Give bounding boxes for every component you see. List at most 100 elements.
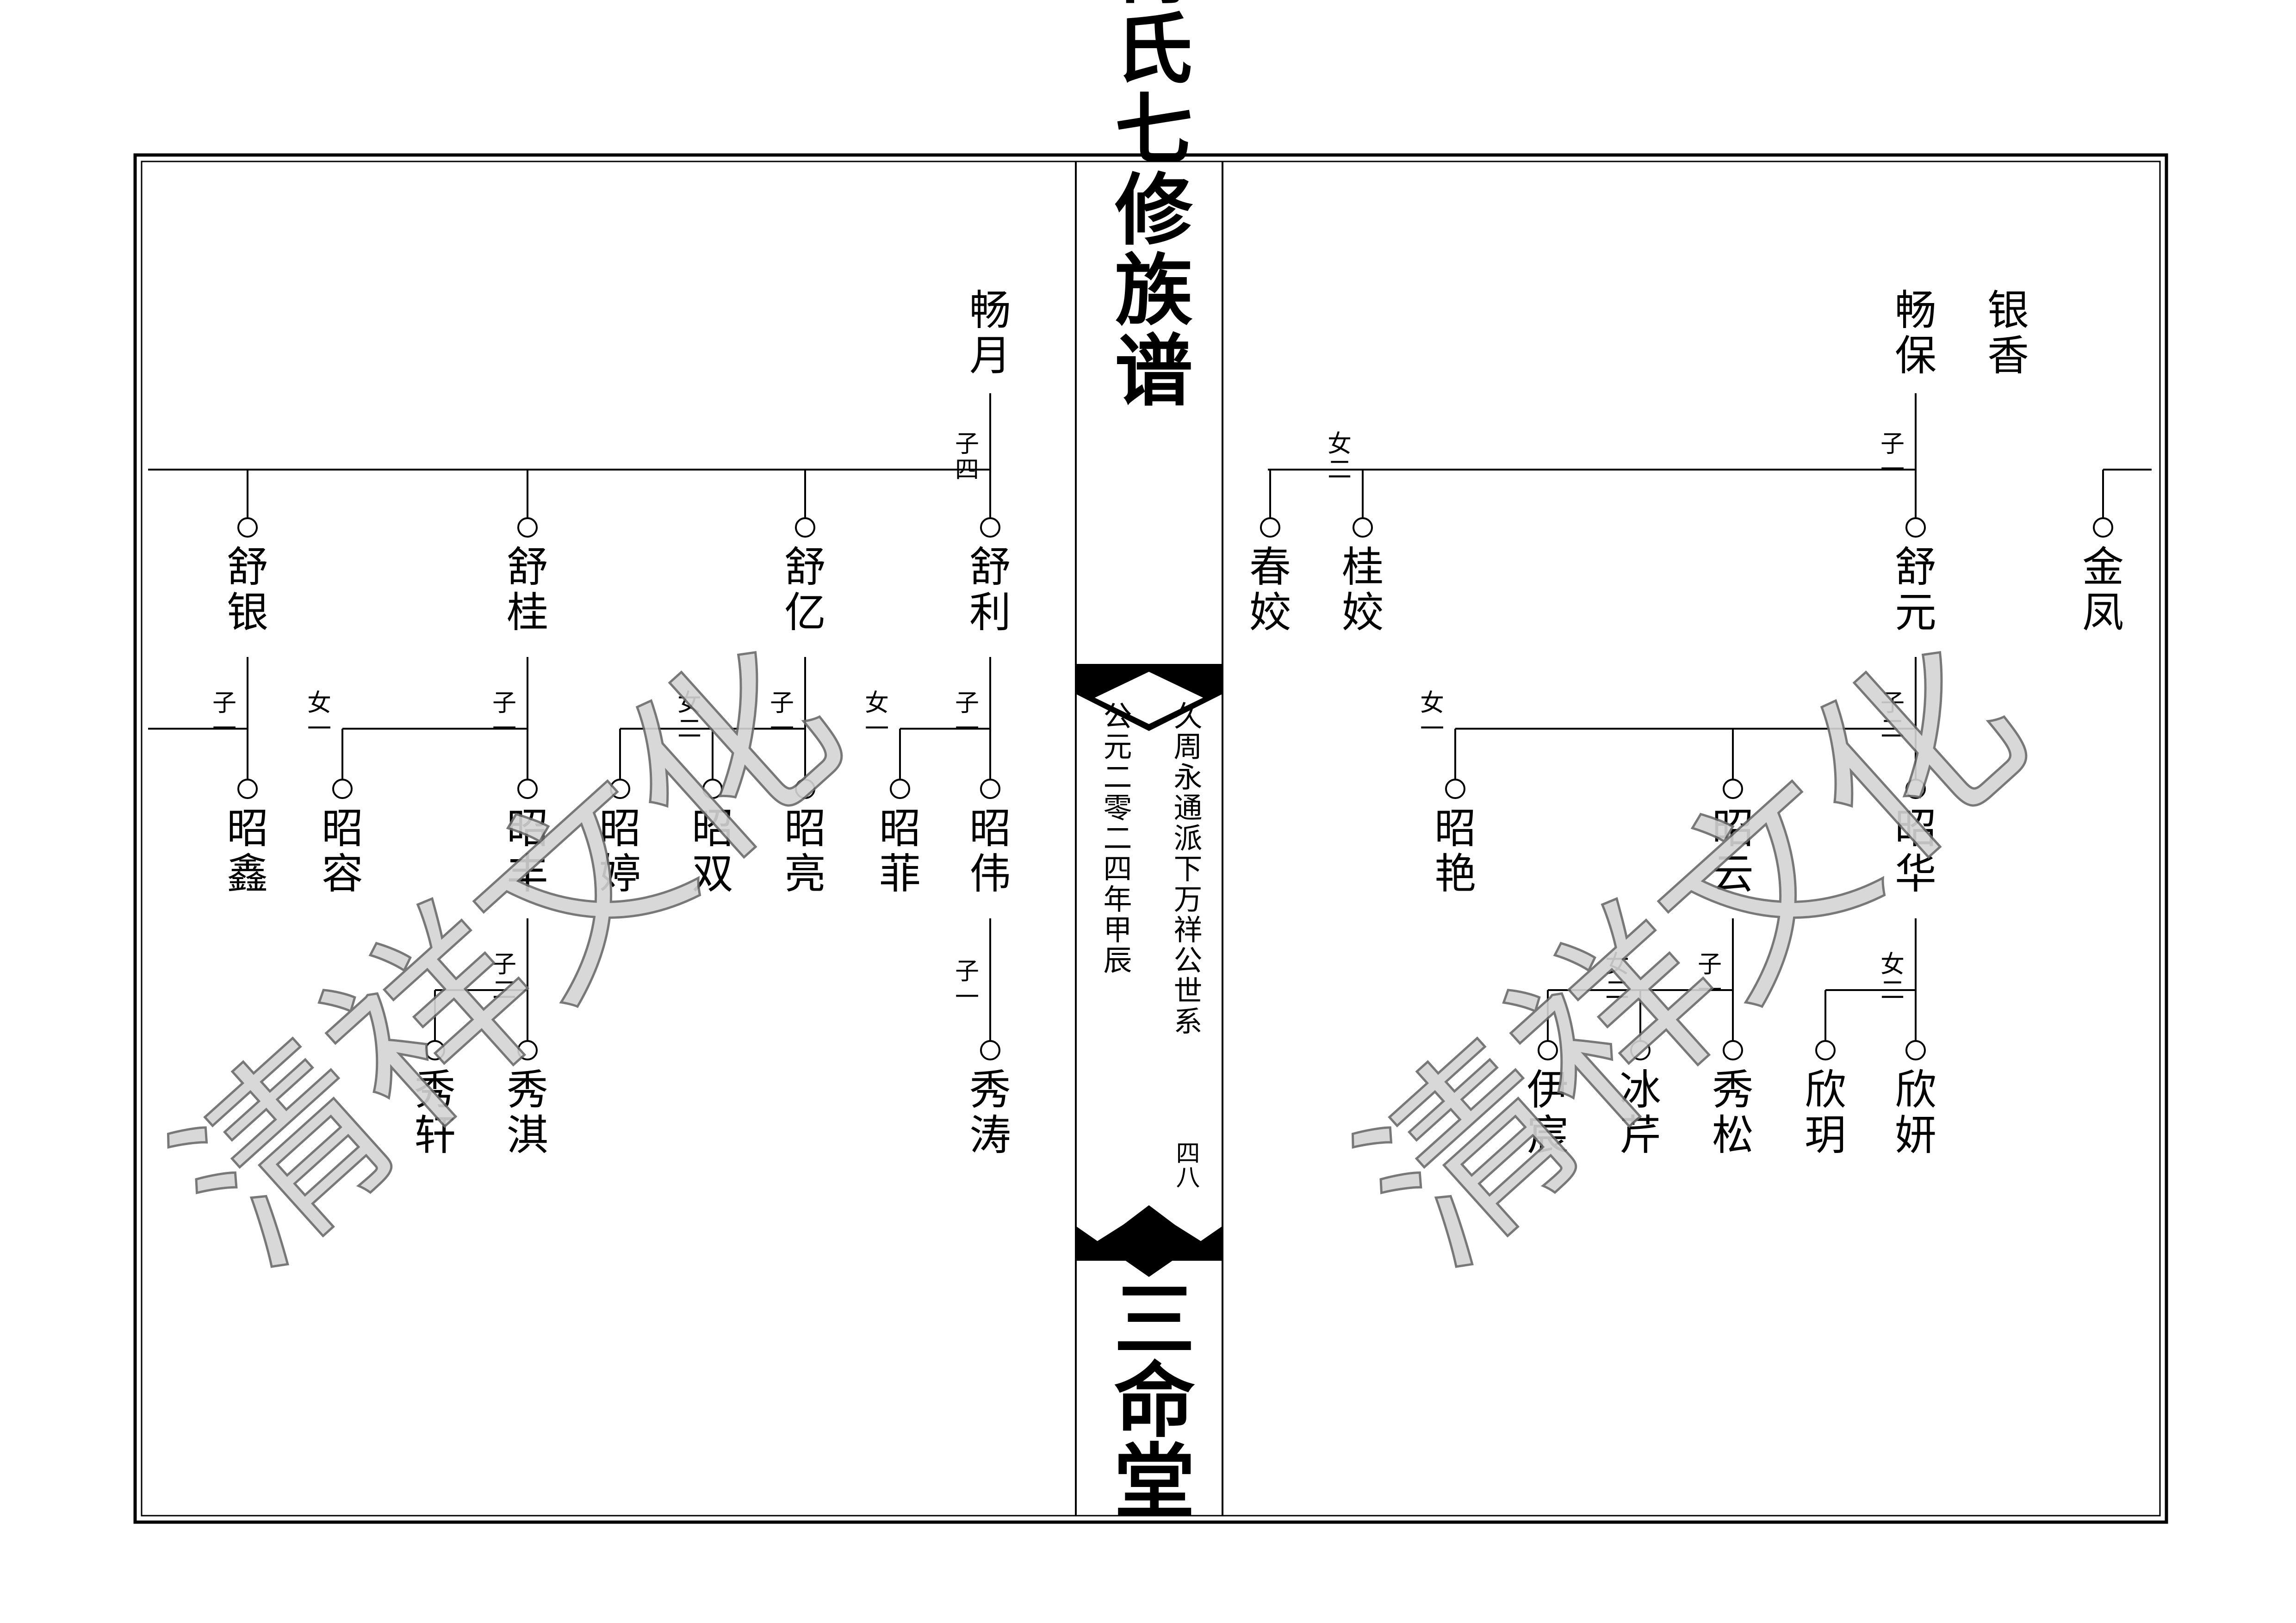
person-name: 银: [1987, 286, 2029, 335]
person-name: 凤: [2082, 588, 2124, 637]
person-node: [1630, 1040, 1651, 1060]
person-name: 华: [1895, 849, 1936, 898]
person-node: [702, 779, 723, 799]
person-name: 昭: [969, 804, 1011, 853]
person-name: 亿: [784, 588, 826, 637]
person-node: [610, 779, 630, 799]
person-name: 秀: [414, 1065, 456, 1114]
person-node: [1905, 517, 1926, 538]
offspring-mark: 子: [492, 951, 516, 979]
person-name: 银: [227, 588, 268, 637]
page-frame: [133, 153, 2168, 1524]
offspring-count: 一: [492, 715, 516, 743]
person-name: 畅: [969, 286, 1011, 335]
person-node: [1353, 517, 1373, 538]
person-name: 保: [1895, 331, 1936, 380]
person-node: [1905, 1040, 1926, 1060]
person-name: 昭: [1434, 804, 1476, 853]
person-node: [332, 779, 353, 799]
person-name: 伊: [1527, 1065, 1569, 1114]
person-name: 亮: [784, 849, 826, 898]
offspring-mark: 子: [955, 689, 979, 717]
person-node: [237, 517, 258, 538]
spine-top-fishtail: [1076, 664, 1222, 731]
offspring-mark: 子: [955, 958, 979, 985]
person-name: 春: [1249, 543, 1291, 591]
offspring-count: 二: [1328, 456, 1352, 484]
person-name: 金: [2082, 543, 2124, 591]
tree-lines: [148, 393, 2152, 1041]
person-name: 昭: [322, 804, 363, 853]
person-name: 芹: [1620, 1111, 1661, 1159]
person-name: 欣: [1805, 1065, 1846, 1114]
person-name: 妍: [1895, 1111, 1936, 1159]
offspring-count: 一: [770, 715, 794, 743]
person-node: [980, 517, 1000, 538]
person-node: [1723, 1040, 1743, 1060]
person-name: 舒: [227, 543, 268, 591]
person-node: [1905, 779, 1926, 799]
offspring-mark: 子: [212, 689, 236, 717]
spine-hall: 三命堂: [1100, 1277, 1195, 1520]
person-node: [237, 779, 258, 799]
person-name: 昭: [692, 804, 733, 853]
person-node: [2093, 517, 2113, 538]
person-name: 云: [1712, 849, 1754, 898]
tree-labels: 畅月子四舒利舒亿舒桂舒银子一女一昭伟昭菲子一秀涛昭亮昭双昭婷子一女二昭丰昭容子一…: [212, 286, 2124, 1159]
person-name: 昭: [507, 804, 548, 853]
offspring-mark: 子: [492, 689, 516, 717]
person-name: 畅: [1895, 286, 1936, 335]
person-name: 舒: [1895, 543, 1936, 591]
person-name: 鑫: [227, 849, 268, 898]
person-name: 昭: [1895, 804, 1936, 853]
tree-nodes: [237, 517, 2113, 1060]
person-name: 容: [322, 849, 363, 898]
person-node: [1445, 779, 1465, 799]
person-name: 涛: [969, 1111, 1011, 1159]
person-node: [980, 1040, 1000, 1060]
offspring-count: 一: [955, 715, 979, 743]
person-name: 桂: [1342, 543, 1384, 591]
person-node: [517, 517, 538, 538]
person-name: 元: [1895, 588, 1936, 637]
person-node: [1723, 779, 1743, 799]
person-name: 淇: [507, 1111, 548, 1159]
person-node: [425, 1040, 445, 1060]
person-name: 利: [969, 588, 1011, 637]
offspring-mark: 子: [955, 430, 979, 458]
person-name: 舒: [784, 543, 826, 591]
person-name: 昭: [1712, 804, 1754, 853]
person-name: 宸: [1527, 1111, 1569, 1159]
offspring-mark: 子: [770, 689, 794, 717]
offspring-count: 一: [865, 715, 889, 743]
person-name: 玥: [1805, 1111, 1846, 1159]
person-name: 昭: [879, 804, 921, 853]
person-name: 双: [692, 849, 733, 898]
offspring-mark: 女: [1605, 951, 1629, 979]
person-name: 昭: [784, 804, 826, 853]
person-name: 香: [1987, 331, 2029, 380]
offspring-count: 一: [955, 984, 979, 1011]
person-node: [980, 779, 1000, 799]
person-name: 舒: [969, 543, 1011, 591]
person-name: 冰: [1620, 1065, 1661, 1114]
offspring-mark: 子: [1880, 689, 1905, 717]
person-name: 姣: [1249, 588, 1291, 637]
person-name: 昭: [227, 804, 268, 853]
offspring-mark: 女: [1880, 951, 1905, 979]
person-name: 伟: [969, 849, 1011, 898]
person-node: [795, 517, 815, 538]
offspring-mark: 女: [865, 689, 889, 717]
offspring-mark: 子: [1698, 951, 1722, 979]
person-name: 姣: [1342, 588, 1384, 637]
offspring-count: 二: [492, 977, 516, 1004]
person-name: 秀: [969, 1065, 1011, 1114]
person-name: 菲: [879, 849, 921, 898]
offspring-count: 一: [1698, 977, 1722, 1004]
offspring-count: 一: [1880, 456, 1905, 484]
person-name: 月: [969, 331, 1011, 380]
person-node: [1538, 1040, 1558, 1060]
spine-title: 傅氏七修族谱: [1102, 0, 1193, 410]
person-name: 昭: [599, 804, 641, 853]
